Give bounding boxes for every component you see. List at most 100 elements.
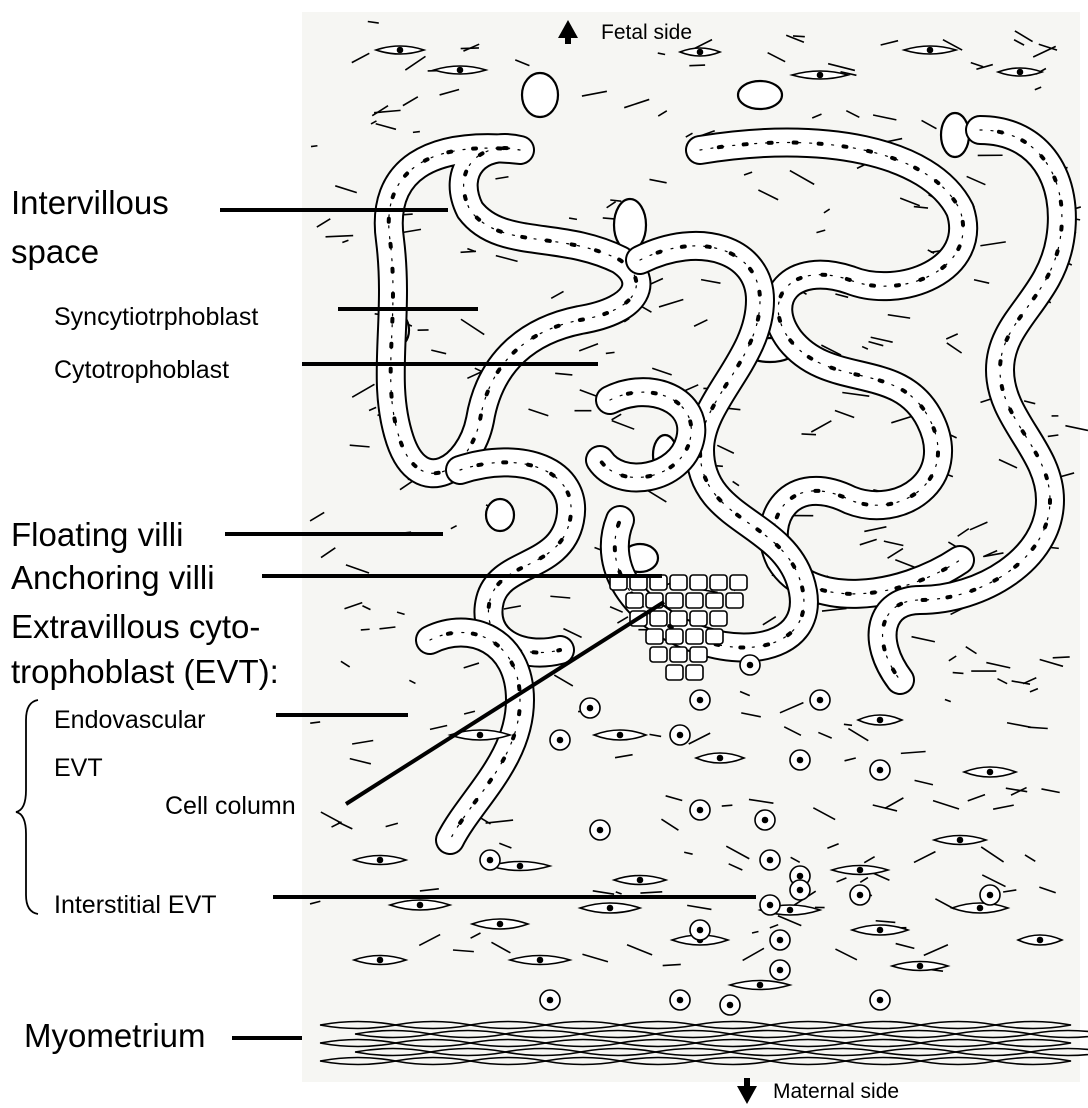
column-cell [686, 593, 703, 608]
column-cell [670, 611, 687, 626]
intervillous-leader [220, 208, 448, 212]
vessel [941, 113, 969, 157]
evt-nucleus [878, 998, 883, 1003]
evt-nucleus [768, 858, 773, 863]
endovascular-evt-label-line1: Endovascular [54, 708, 205, 733]
spindle-nucleus [758, 983, 763, 988]
vessel [738, 81, 782, 109]
myometrium-label: Myometrium [24, 1019, 206, 1052]
column-cell [670, 575, 687, 590]
spindle-nucleus [878, 928, 883, 933]
column-cell [650, 647, 667, 662]
fiber [722, 805, 733, 806]
spindle-nucleus [718, 756, 723, 761]
evt-nucleus [698, 698, 703, 703]
endovascular-evt-label-line2: EVT [54, 756, 103, 781]
column-cell [626, 593, 643, 608]
evt-nucleus [728, 1003, 733, 1008]
cell-column-label: Cell column [165, 794, 296, 819]
fiber [1053, 657, 1070, 658]
evt-nucleus [818, 698, 823, 703]
spindle-nucleus [638, 878, 643, 883]
myometrium-leader [232, 1036, 302, 1040]
arrow-down-icon [737, 1086, 757, 1104]
spindle-nucleus [538, 958, 543, 963]
spindle-nucleus [1018, 70, 1023, 75]
spindle-nucleus [1038, 938, 1043, 943]
floating-villi-label: Floating villi [11, 518, 183, 551]
spindle-nucleus [618, 733, 623, 738]
spindle-nucleus [378, 958, 383, 963]
column-cell [670, 647, 687, 662]
column-cell [666, 665, 683, 680]
spindle-nucleus [858, 868, 863, 873]
floating-villi-leader [225, 532, 443, 536]
spindle-nucleus [988, 770, 993, 775]
spindle-nucleus [978, 906, 983, 911]
cytotrophoblast-label: Cytotrophoblast [54, 358, 229, 383]
column-cell [690, 575, 707, 590]
endovascular-leader [276, 713, 408, 717]
evt-nucleus [988, 893, 993, 898]
evt-label-line2: trophoblast (EVT): [11, 655, 279, 688]
column-cell [686, 665, 703, 680]
evt-nucleus [798, 758, 803, 763]
spindle-nucleus [918, 964, 923, 969]
spindle-nucleus [958, 838, 963, 843]
fiber [413, 132, 420, 133]
spindle-nucleus [518, 864, 523, 869]
spindle-nucleus [378, 858, 383, 863]
column-cell [690, 647, 707, 662]
anchoring-villi-leader [262, 574, 662, 578]
column-cell [650, 611, 667, 626]
spindle-nucleus [498, 922, 503, 927]
maternal-side-label: Maternal side [773, 1081, 899, 1102]
fiber [844, 724, 852, 725]
fiber [802, 434, 816, 435]
spindle-nucleus [928, 48, 933, 53]
evt-nucleus [748, 663, 753, 668]
column-cell [730, 575, 747, 590]
evt-nucleus [763, 818, 768, 823]
fiber [461, 251, 476, 252]
cytotrophoblast-leader [302, 362, 598, 366]
spindle-nucleus [788, 908, 793, 913]
spindle-nucleus [478, 733, 483, 738]
fiber [793, 36, 805, 37]
fiber [953, 673, 964, 674]
column-cell [710, 575, 727, 590]
syncytiotrophoblast-leader [338, 307, 478, 311]
anchoring-villi-label: Anchoring villi [11, 561, 215, 594]
spindle-nucleus [418, 903, 423, 908]
spindle-nucleus [698, 50, 703, 55]
evt-nucleus [858, 893, 863, 898]
evt-nucleus [768, 903, 773, 908]
evt-nucleus [598, 828, 603, 833]
evt-nucleus [588, 706, 593, 711]
interstitial-evt-label: Interstitial EVT [54, 893, 217, 918]
evt-brace [16, 700, 38, 914]
evt-nucleus [798, 874, 803, 879]
column-cell [646, 629, 663, 644]
vessel [522, 73, 558, 117]
column-cell [706, 593, 723, 608]
evt-nucleus [698, 928, 703, 933]
evt-nucleus [778, 938, 783, 943]
evt-nucleus [678, 733, 683, 738]
column-cell [710, 611, 727, 626]
spindle-nucleus [878, 718, 883, 723]
evt-label-line1: Extravillous cyto- [11, 610, 260, 643]
evt-nucleus [548, 998, 553, 1003]
evt-nucleus [878, 768, 883, 773]
interstitial-evt-leader [273, 895, 756, 899]
vessel [486, 499, 514, 531]
intervillous-space-label-line1: Intervillous [11, 186, 169, 219]
evt-nucleus [488, 858, 493, 863]
fiber [689, 65, 705, 66]
column-cell [706, 629, 723, 644]
spindle-nucleus [608, 906, 613, 911]
column-cell [690, 611, 707, 626]
evt-nucleus [698, 808, 703, 813]
fiber [311, 146, 317, 147]
